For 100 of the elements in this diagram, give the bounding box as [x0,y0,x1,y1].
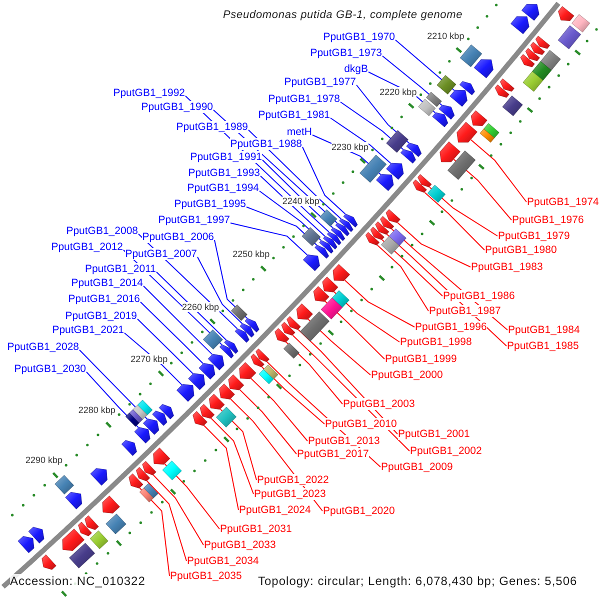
leader-line [262,160,334,228]
gene-feature [380,216,394,230]
gene-feature [450,90,468,107]
gene-feature [240,323,254,338]
gene-label: PputGB1_2010 [325,418,397,430]
leader-line [210,418,254,494]
gene-feature [313,286,330,302]
gene-feature [440,142,460,162]
leader-line [197,256,243,324]
gene-feature [244,318,260,332]
gene-feature [330,228,346,241]
gene-label: PputGB1_2028 [7,341,79,353]
gene-label: PputGB1_1979 [498,230,570,242]
leader-line [344,280,415,328]
leader-line [302,146,346,214]
gene-feature [438,104,455,120]
gene-feature [256,348,270,362]
gene-feature [335,222,350,236]
gene-label: PputGB1_2001 [398,428,470,440]
leader-line [220,408,257,480]
gene-label: PputGB1_1993 [188,167,260,179]
gene-label: PputGB1_2016 [68,293,140,305]
scale-label: 2240 kbp [282,196,320,206]
scale-label: 2210 kbp [427,31,464,42]
gene-label: PputGB1_2013 [308,435,380,447]
gene-label: metH [286,126,312,138]
leader-line [340,102,404,150]
gene-label: PputGB1_1985 [507,340,579,352]
gene-label: PputGB1_1984 [508,324,580,336]
leader-line [286,342,343,404]
leader-line [382,56,442,106]
leader-line [152,474,204,546]
gene-feature [128,474,144,488]
leader-line [356,84,410,144]
gene-feature [412,180,427,193]
gene-feature [474,59,494,78]
gene-feature [296,304,313,320]
gene-label: PputGB1_1981 [258,109,330,121]
gene-label: PputGB1_2020 [323,505,395,517]
leader-line [334,291,400,342]
gene-feature [510,16,530,34]
gene-label: PputGB1_2023 [254,488,326,500]
leader-line [230,222,308,256]
gene-feature [366,232,380,246]
gene-feature [274,328,290,342]
gene-feature [220,344,234,358]
scale-label: 2290 kbp [25,454,63,465]
scale-label: 2230 kbp [331,142,369,152]
gene-feature [176,384,194,402]
gene-label: PputGB1_2003 [343,398,415,410]
gene-label: PputGB1_1980 [485,244,557,256]
gene-feature [370,226,384,240]
gene-label: PputGB1_2002 [410,445,482,457]
leader-line [246,206,318,246]
gene-feature [121,440,137,456]
leader-line [137,318,194,374]
leader-line [470,139,527,202]
gene-feature [314,244,329,259]
leader-line [143,286,213,355]
gene-feature [136,467,150,482]
leader-line [250,378,308,442]
gene-feature [209,394,225,410]
gene-feature [286,316,301,330]
gene-feature [303,254,320,272]
gene-label: PputGB1_2022 [257,474,329,486]
gene-label: PputGB1_2014 [71,277,143,289]
gene-feature [42,554,56,570]
gene-feature [152,410,168,426]
gene-feature [84,515,99,530]
gene-feature [250,354,264,368]
leader-line [397,222,471,268]
gene-label: PputGB1_2000 [371,369,443,381]
gene-feature [198,363,216,380]
gene-feature [143,418,160,435]
gene-feature [18,536,34,554]
gene-feature [327,232,342,246]
gene-label: PputGB1_2021 [52,324,124,336]
gene-feature [134,427,150,444]
gene-label: PputGB1_1991 [190,151,262,163]
gene-feature [200,404,215,419]
gene-label: PputGB1_1977 [284,76,356,88]
gene-label: PputGB1_1978 [268,93,340,105]
leader-line [424,192,485,250]
gene-feature [520,54,535,68]
gene-label: PputGB1_1974 [527,196,599,208]
gene-label: PputGB1_2007 [125,248,197,260]
gene-label: PputGB1_2030 [14,363,86,375]
gene-feature [78,522,92,536]
gene-label: dkgB [344,63,368,75]
gene-feature [494,84,510,98]
gene-feature [530,42,545,55]
gene-feature [456,122,478,142]
accession-label: Accession: NC_010322 [10,574,146,588]
leader-line [79,350,148,420]
gene-feature [158,404,174,420]
gene-feature [343,214,358,228]
leader-line [248,130,342,220]
scale-label: 2270 kbp [130,354,168,364]
gene-feature [234,328,250,343]
gene-feature [281,322,296,336]
